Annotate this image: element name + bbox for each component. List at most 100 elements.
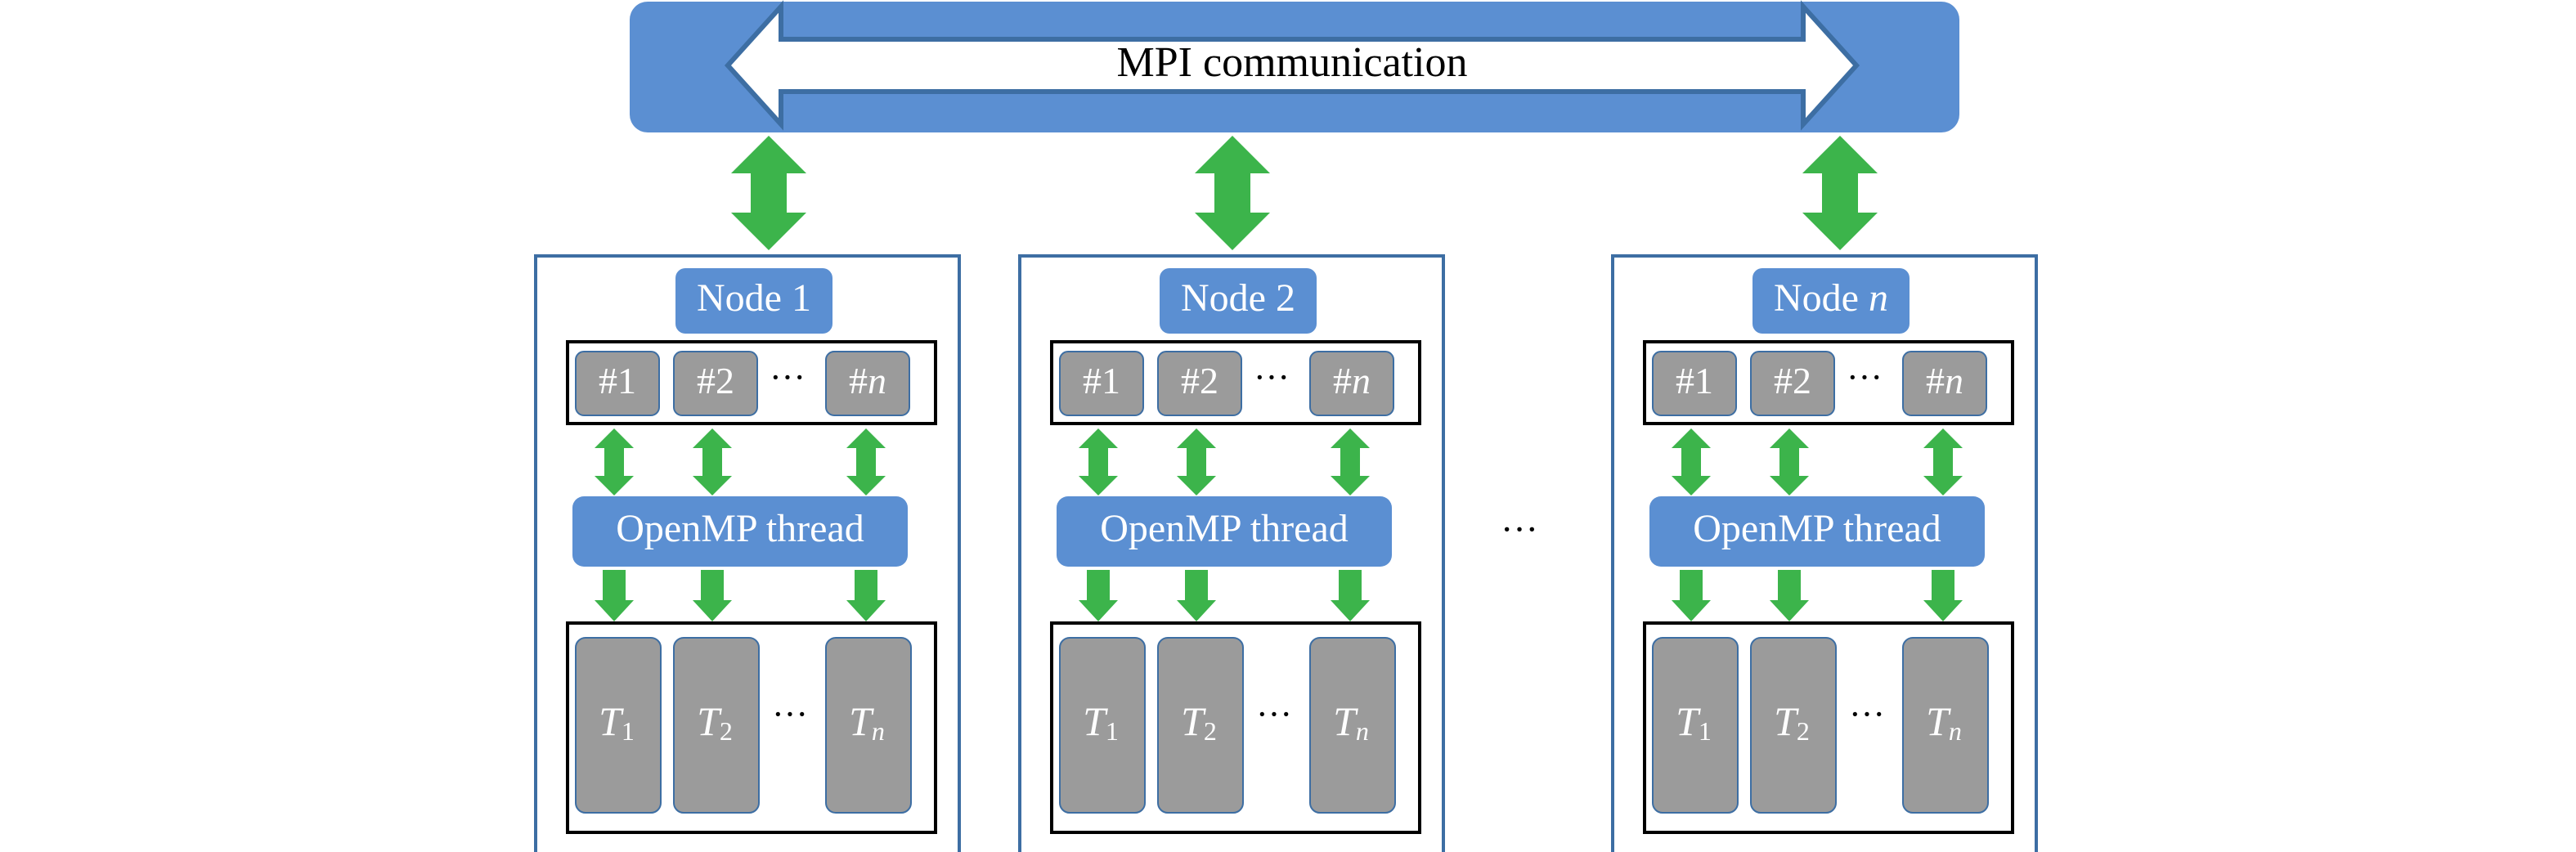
openmp-task-arrow [846,570,886,621]
thread-box [1059,351,1144,416]
task-label-subscript: n [872,716,885,746]
thread-label-prefix: # [1676,360,1694,401]
openmp-label: OpenMP thread [1100,507,1349,550]
openmp-task-arrow [1177,570,1216,621]
thread-label-index: 1 [1694,360,1713,401]
task-label: T1 [1083,698,1119,746]
threads-ellipsis: ··· [1847,357,1883,397]
thread-label-index: 1 [1102,360,1120,401]
task-box [673,637,760,814]
thread-label: #2 [697,360,734,401]
thread-label-prefix: # [1333,360,1352,401]
nodes-ellipsis: ··· [1501,509,1538,550]
thread-label-index: 2 [716,360,734,401]
thread-label-index: 1 [617,360,636,401]
thread-box [673,351,758,416]
node-title-box [1160,268,1317,334]
thread-box [1652,351,1737,416]
thread-box [1902,351,1987,416]
thread-label-index: n [1945,360,1963,401]
thread-label: #2 [1774,360,1811,401]
node-title-index: n [1869,276,1888,320]
task-label: T1 [1676,698,1712,746]
thread-label: #1 [1083,360,1120,401]
node-title-index: 1 [792,276,811,320]
node-title-prefix: Node [1181,276,1276,320]
task-label-subscript: n [1949,716,1962,746]
openmp-task-arrow [595,570,634,621]
mpi-double-arrow [724,0,1860,131]
task-label-subscript: 2 [1204,716,1217,746]
node-title-prefix: Node [697,276,792,320]
task-label: T2 [1181,698,1217,746]
openmp-box [1649,496,1985,567]
thread-label-prefix: # [1083,360,1102,401]
thread-openmp-arrow [1672,428,1711,496]
thread-openmp-arrow [1331,428,1370,496]
node-frame [534,254,961,852]
thread-label-index: 2 [1200,360,1218,401]
tasks-ellipsis: ··· [1256,694,1292,734]
openmp-box [572,496,908,567]
mpi-link-arrow [1802,136,1878,250]
openmp-label: OpenMP thread [616,507,864,550]
task-label-subscript: 1 [1699,716,1712,746]
thread-label-prefix: # [1774,360,1793,401]
thread-openmp-arrow [1770,428,1809,496]
thread-label-index: 2 [1793,360,1811,401]
thread-box [1309,351,1394,416]
task-label-letter: T [697,698,722,744]
tasks-ellipsis: ··· [1849,694,1885,734]
threads-ellipsis: ··· [1254,357,1290,397]
node-title: Node n [1774,276,1888,320]
task-label: Tn [849,698,885,746]
task-label-subscript: 2 [1797,716,1810,746]
thread-box [575,351,660,416]
task-label: T1 [599,698,635,746]
thread-label: #2 [1181,360,1218,401]
task-label: Tn [1926,698,1962,746]
openmp-task-arrow [693,570,732,621]
thread-label-prefix: # [599,360,617,401]
thread-openmp-arrow [693,428,732,496]
task-label-letter: T [1676,698,1701,744]
task-label-letter: T [1926,698,1951,744]
thread-label-index: n [1352,360,1371,401]
task-box [825,637,912,814]
node-title: Node 1 [697,276,811,320]
tasks-ellipsis: ··· [772,694,808,734]
task-box [1652,637,1739,814]
mpi-link-arrow [1195,136,1270,250]
thread-openmp-arrow [595,428,634,496]
openmp-label: OpenMP thread [1693,507,1941,550]
thread-label: #n [1333,360,1371,401]
openmp-task-arrow [1770,570,1809,621]
openmp-task-arrow [1923,570,1963,621]
thread-label: #n [1926,360,1963,401]
thread-box [1750,351,1835,416]
thread-openmp-arrow [1079,428,1118,496]
thread-label-index: n [868,360,886,401]
task-label: T2 [1774,698,1810,746]
task-box [1750,637,1837,814]
mpi-communication-label: MPI communication [1117,39,1468,86]
task-label-subscript: 1 [622,716,635,746]
thread-openmp-arrow [1923,428,1963,496]
task-label-letter: T [1774,698,1799,744]
task-label-subscript: 1 [1106,716,1119,746]
openmp-task-arrow [1331,570,1370,621]
node-title: Node 2 [1181,276,1295,320]
mpi-bus: MPI communication [630,0,1959,132]
openmp-task-arrow [1672,570,1711,621]
thread-label-prefix: # [1926,360,1945,401]
openmp-task-arrow [1079,570,1118,621]
thread-label: #1 [1676,360,1713,401]
threads-ellipsis: ··· [770,357,806,397]
node-title-index: 2 [1276,276,1295,320]
task-label-subscript: n [1356,716,1369,746]
openmp-box [1057,496,1392,567]
